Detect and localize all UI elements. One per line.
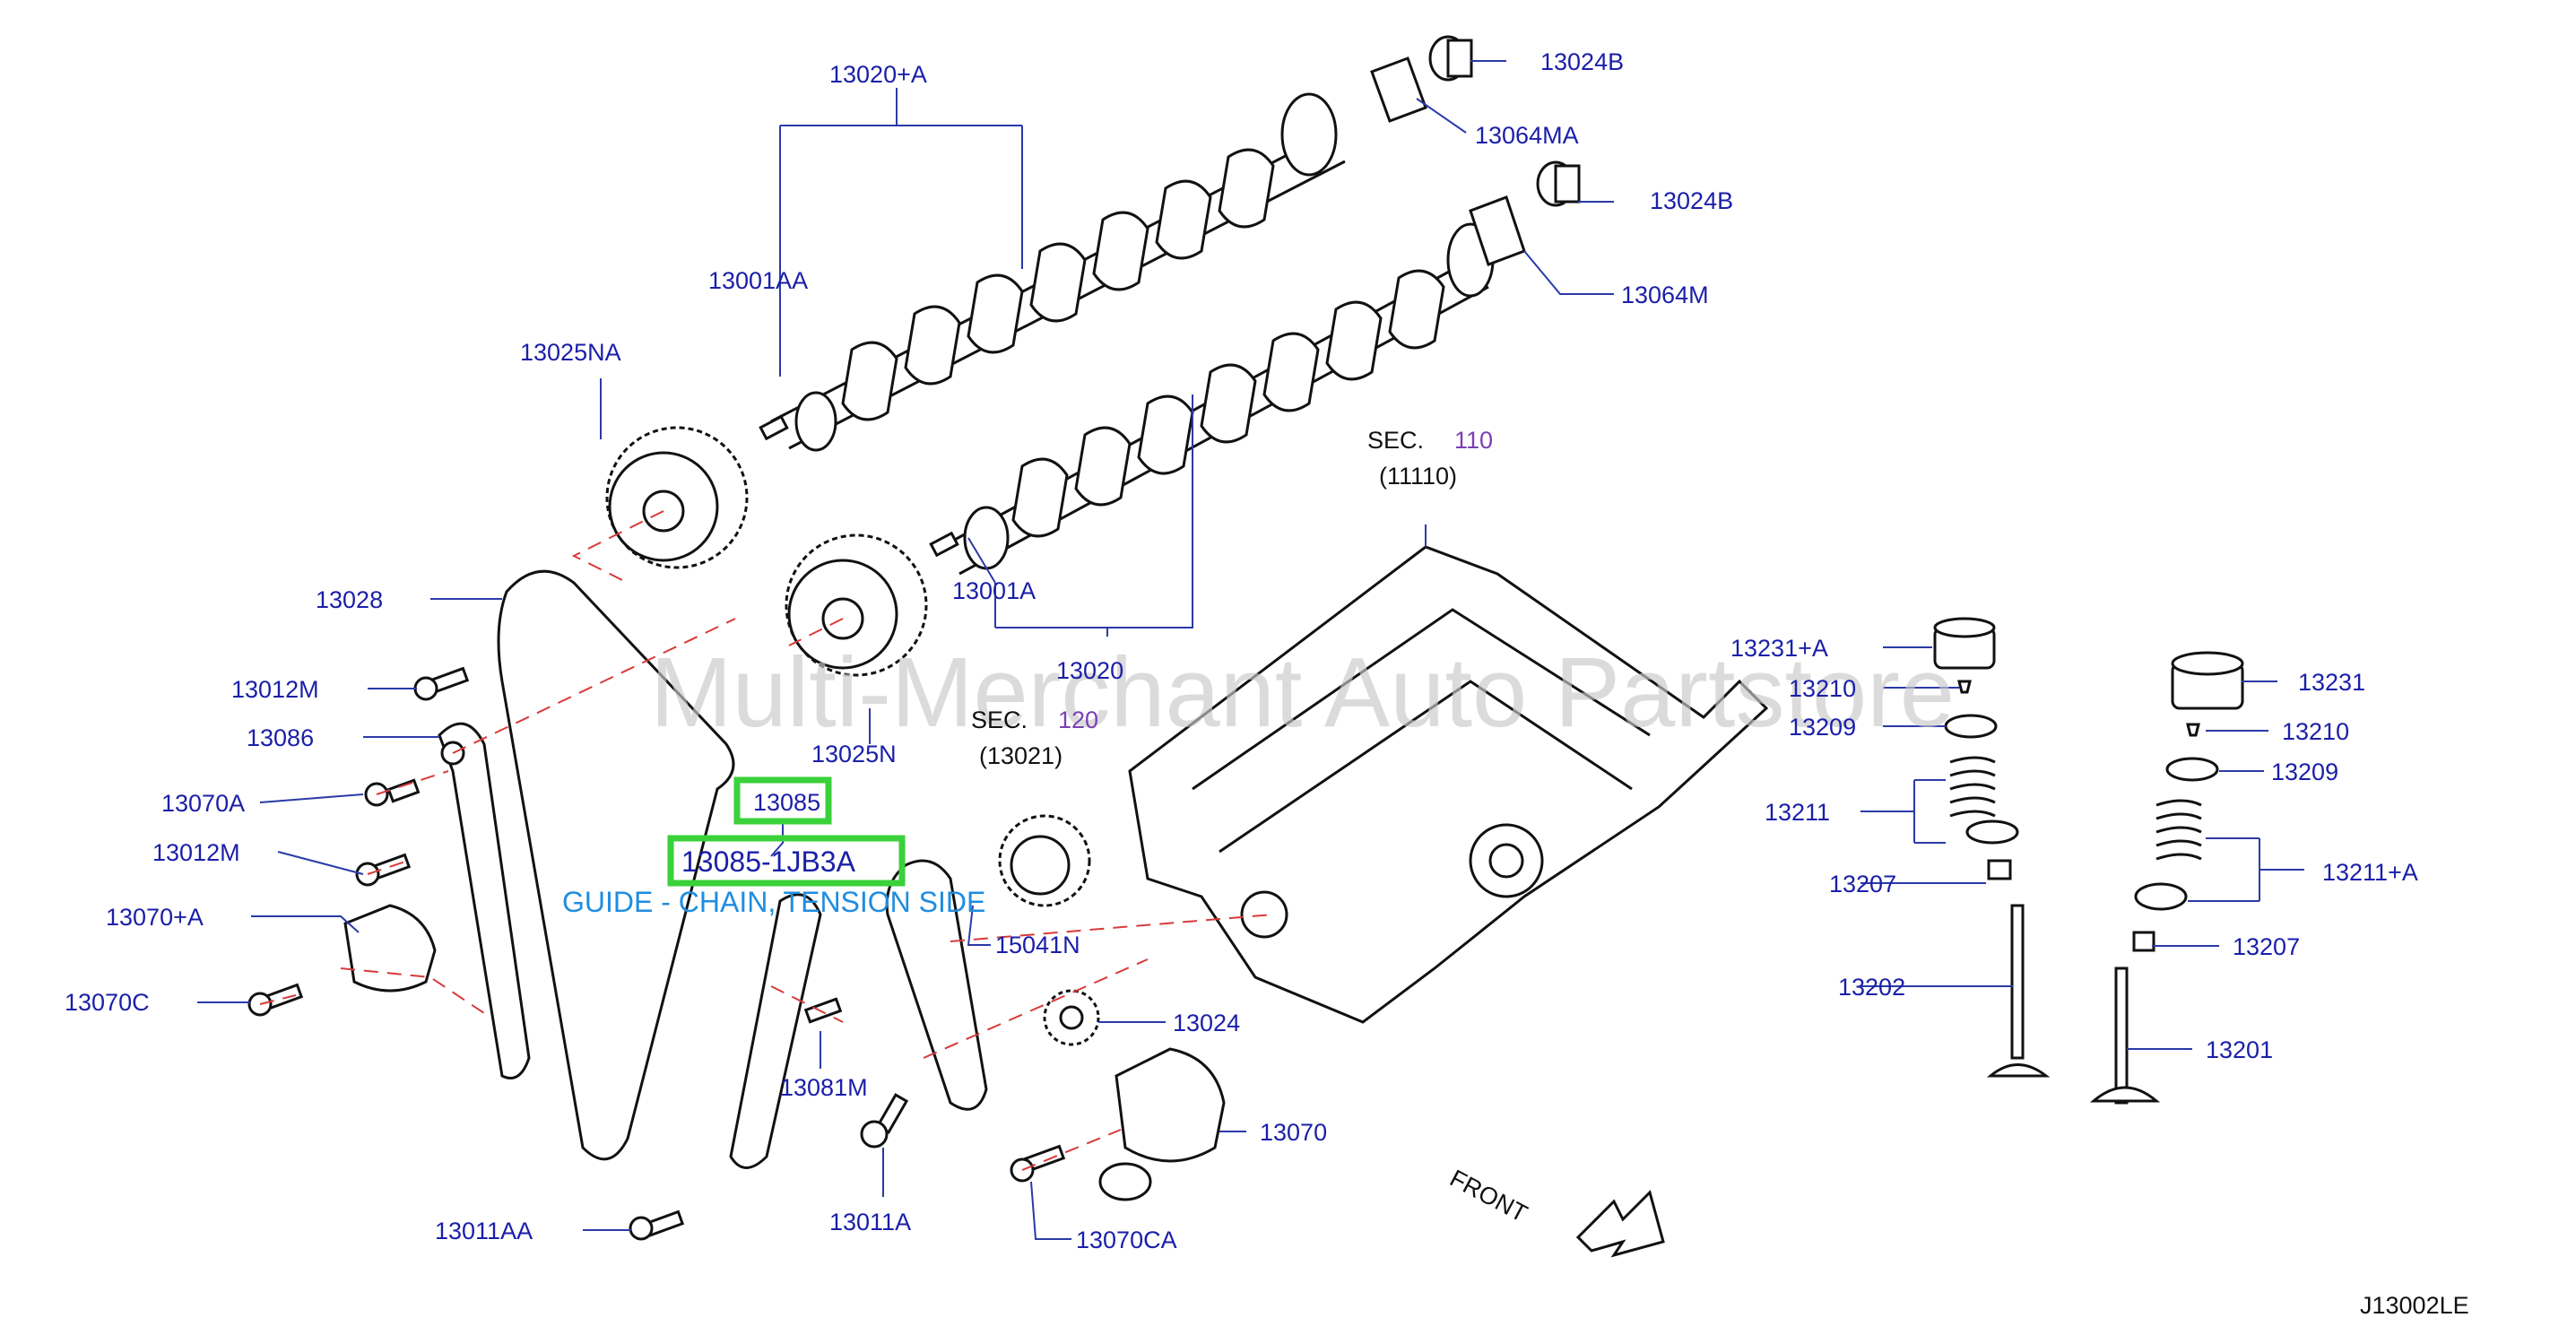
- section-110-number: 110: [1454, 427, 1493, 454]
- label-13209-left[interactable]: 13209: [1789, 714, 1856, 741]
- label-13207-right[interactable]: 13207: [2233, 933, 2300, 960]
- label-13210-right[interactable]: 13210: [2282, 718, 2349, 745]
- cam-sprocket-intake: [605, 426, 749, 569]
- label-13012M-lower[interactable]: 13012M: [152, 839, 240, 866]
- label-13064MA[interactable]: 13064MA: [1475, 122, 1579, 149]
- label-13207-left[interactable]: 13207: [1829, 871, 1896, 897]
- cylinder-head: [1128, 545, 1769, 1024]
- gear-section-120: [998, 814, 1091, 907]
- label-13024B-lower[interactable]: 13024B: [1650, 187, 1733, 214]
- label-13202[interactable]: 13202: [1838, 974, 1905, 1001]
- valve-set-left: [1933, 617, 2051, 1078]
- leader-lines: [197, 60, 2304, 1240]
- front-label: FRONT: [1445, 1165, 1531, 1227]
- label-13025NA[interactable]: 13025NA: [520, 339, 621, 366]
- chain-guide-slack: [438, 722, 531, 1079]
- highlight-description: GUIDE - CHAIN, TENSION SIDE: [562, 886, 985, 918]
- highlight-part-label[interactable]: 13085: [753, 789, 820, 816]
- diagram-code: J13002LE: [2360, 1292, 2469, 1319]
- timing-chain: [497, 569, 988, 1161]
- label-13028[interactable]: 13028: [316, 586, 383, 613]
- label-13024B-upper[interactable]: 13024B: [1540, 48, 1624, 75]
- section-120-prefix: SEC.: [971, 707, 1028, 733]
- tensioner-lower: [1098, 1047, 1226, 1201]
- label-13020[interactable]: 13020: [1056, 657, 1123, 684]
- label-13012M-upper[interactable]: 13012M: [231, 676, 319, 703]
- highlight-box-partnumber[interactable]: [667, 835, 906, 887]
- label-13211[interactable]: 13211: [1765, 799, 1830, 826]
- label-13070CA[interactable]: 13070CA: [1076, 1227, 1177, 1253]
- label-13025N[interactable]: 13025N: [811, 741, 897, 767]
- camshaft-intake: [759, 92, 1346, 452]
- chain-guide-tension: [729, 893, 822, 1169]
- label-13086[interactable]: 13086: [247, 724, 314, 751]
- section-120-ref: (13021): [979, 742, 1062, 769]
- highlight-box-part[interactable]: [733, 776, 832, 825]
- label-13231A[interactable]: 13231+A: [1730, 635, 1828, 662]
- front-arrow-icon: [1575, 1190, 1665, 1258]
- label-13201[interactable]: 13201: [2206, 1036, 2273, 1063]
- label-13070[interactable]: 13070: [1260, 1119, 1327, 1146]
- label-13070C[interactable]: 13070C: [65, 989, 150, 1016]
- valve-set-right: [2089, 651, 2244, 1105]
- highlight-partnumber-label[interactable]: 13085-1JB3A: [681, 845, 856, 878]
- label-15041N[interactable]: 15041N: [995, 932, 1080, 958]
- section-120[interactable]: SEC. 120 (13021): [971, 707, 1098, 769]
- label-13001AA[interactable]: 13001AA: [708, 267, 808, 294]
- label-13020A[interactable]: 13020+A: [829, 61, 927, 88]
- section-120-number: 120: [1058, 707, 1098, 733]
- sprocket-13024: [1043, 989, 1100, 1046]
- tensioner-upper: [343, 904, 437, 993]
- label-13209-right[interactable]: 13209: [2271, 759, 2338, 785]
- watermark: Multi-Merchant Auto Partstore: [650, 637, 1955, 748]
- label-13210-left[interactable]: 13210: [1789, 675, 1856, 702]
- label-13231[interactable]: 13231: [2298, 669, 2365, 696]
- cam-sprocket-exhaust: [785, 533, 928, 677]
- label-13011A[interactable]: 13011A: [829, 1209, 911, 1235]
- label-13070pA[interactable]: 13070+A: [106, 904, 204, 931]
- label-13070A[interactable]: 13070A: [161, 790, 245, 817]
- label-13211A[interactable]: 13211+A: [2322, 859, 2418, 886]
- section-110-ref: (11110): [1379, 463, 1457, 490]
- section-110[interactable]: SEC. 110 (11110): [1367, 427, 1493, 490]
- label-13064M[interactable]: 13064M: [1621, 282, 1709, 308]
- alignment-lines: [259, 510, 1274, 1171]
- label-13081M[interactable]: 13081M: [780, 1074, 868, 1101]
- label-13024[interactable]: 13024: [1173, 1010, 1240, 1036]
- label-13011AA[interactable]: 13011AA: [435, 1218, 533, 1244]
- cam-end-parts: [1370, 35, 1581, 266]
- camshaft-exhaust: [929, 222, 1495, 576]
- section-110-prefix: SEC.: [1367, 427, 1424, 454]
- label-13001A[interactable]: 13001A: [952, 577, 1036, 604]
